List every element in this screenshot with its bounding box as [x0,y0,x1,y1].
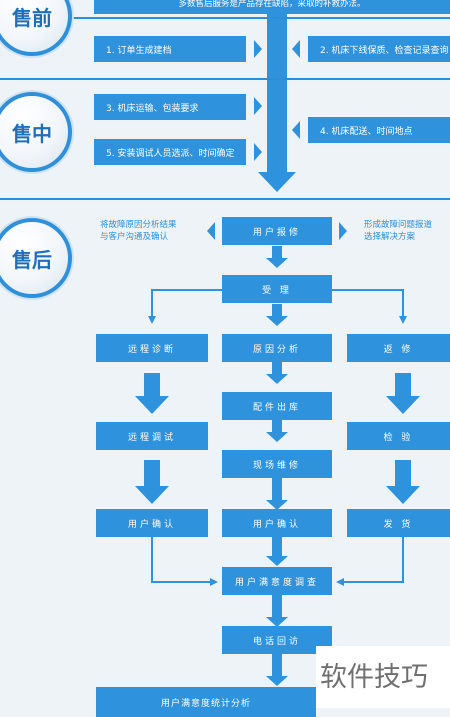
after-sale-note-right: 形成故障问题报道 选择解决方案 [364,219,450,243]
down-arrow-icon [386,460,420,504]
section-divider [0,17,450,19]
note-line: 与客户沟通及确认 [100,232,169,242]
section-divider [0,78,450,80]
down-arrow-icon [266,246,288,268]
chevron-right-icon [292,121,300,139]
after-sale-note-left: 将故障原因分析结果 与客户沟通及确认 [100,219,206,243]
node-user-confirm-left: 用户确认 [96,509,208,537]
merge-right-line [336,537,404,586]
down-arrow-icon [266,537,288,566]
down-arrow-icon [386,373,420,414]
branch-right-line [332,289,407,324]
down-arrow-icon [135,373,169,414]
down-arrow-icon [266,362,288,384]
watermark-text: 软件技巧 [320,662,428,693]
note-line: 形成故障问题报道 [364,220,433,230]
node-satisfaction-survey: 用户满意度调查 [222,567,332,595]
down-arrow-icon [266,595,288,627]
down-arrow-icon [266,653,288,686]
node-remote-diagnosis: 远程诊断 [96,334,208,362]
node-remote-debug: 远程调试 [96,422,208,450]
node-inspection: 检 验 [347,422,450,450]
note-line: 选择解决方案 [364,232,416,242]
chevron-right-icon [339,222,347,240]
branch-left-line [148,289,222,324]
chevron-left-icon [207,222,215,240]
chevron-right-icon [292,40,300,58]
chevron-left-icon [254,143,262,161]
merge-left-line [151,537,218,586]
node-cause-analysis: 原因分析 [222,334,332,362]
section-divider [0,198,450,200]
node-user-report: 用户报修 [222,217,332,245]
note-line: 将故障原因分析结果 [100,220,177,230]
down-arrow-icon [266,304,288,326]
node-satisfaction-statistics: 用户满意度统计分析 [96,687,316,717]
node-accept: 受 理 [222,275,332,303]
node-parts-out: 配件出库 [222,392,332,420]
watermark-background [316,646,450,708]
node-return-repair: 返 修 [347,334,450,362]
chevron-left-icon [254,97,262,115]
header-subtitle: 多数售后服务是产品存在缺陷，采取的补救办法。 [94,0,450,14]
pre-sale-step-1: 1. 订单生成建档 [94,36,246,62]
chevron-left-icon [254,40,262,58]
stage-pre-sale-badge: 售前 [0,0,72,56]
down-arrow-icon [258,0,296,192]
node-phone-visit: 电话回访 [222,626,332,654]
mid-sale-step-3: 3. 机床运输、包装要求 [94,94,246,120]
node-ship: 发 货 [347,509,450,537]
mid-sale-step-5: 5. 安装调试人员选派、时间确定 [94,139,246,165]
node-onsite-repair: 现场维修 [222,450,332,478]
down-arrow-icon [266,420,288,442]
stage-mid-sale-badge: 售中 [0,92,72,172]
mid-sale-step-4: 4. 机床配送、时间地点 [308,117,450,143]
pre-sale-step-2: 2. 机床下线保质、检查记录查询 [308,36,450,62]
down-arrow-icon [135,460,169,504]
stage-after-sale-badge: 售后 [0,218,72,298]
down-arrow-icon [266,478,288,510]
node-user-confirm-center: 用户确认 [222,509,332,537]
